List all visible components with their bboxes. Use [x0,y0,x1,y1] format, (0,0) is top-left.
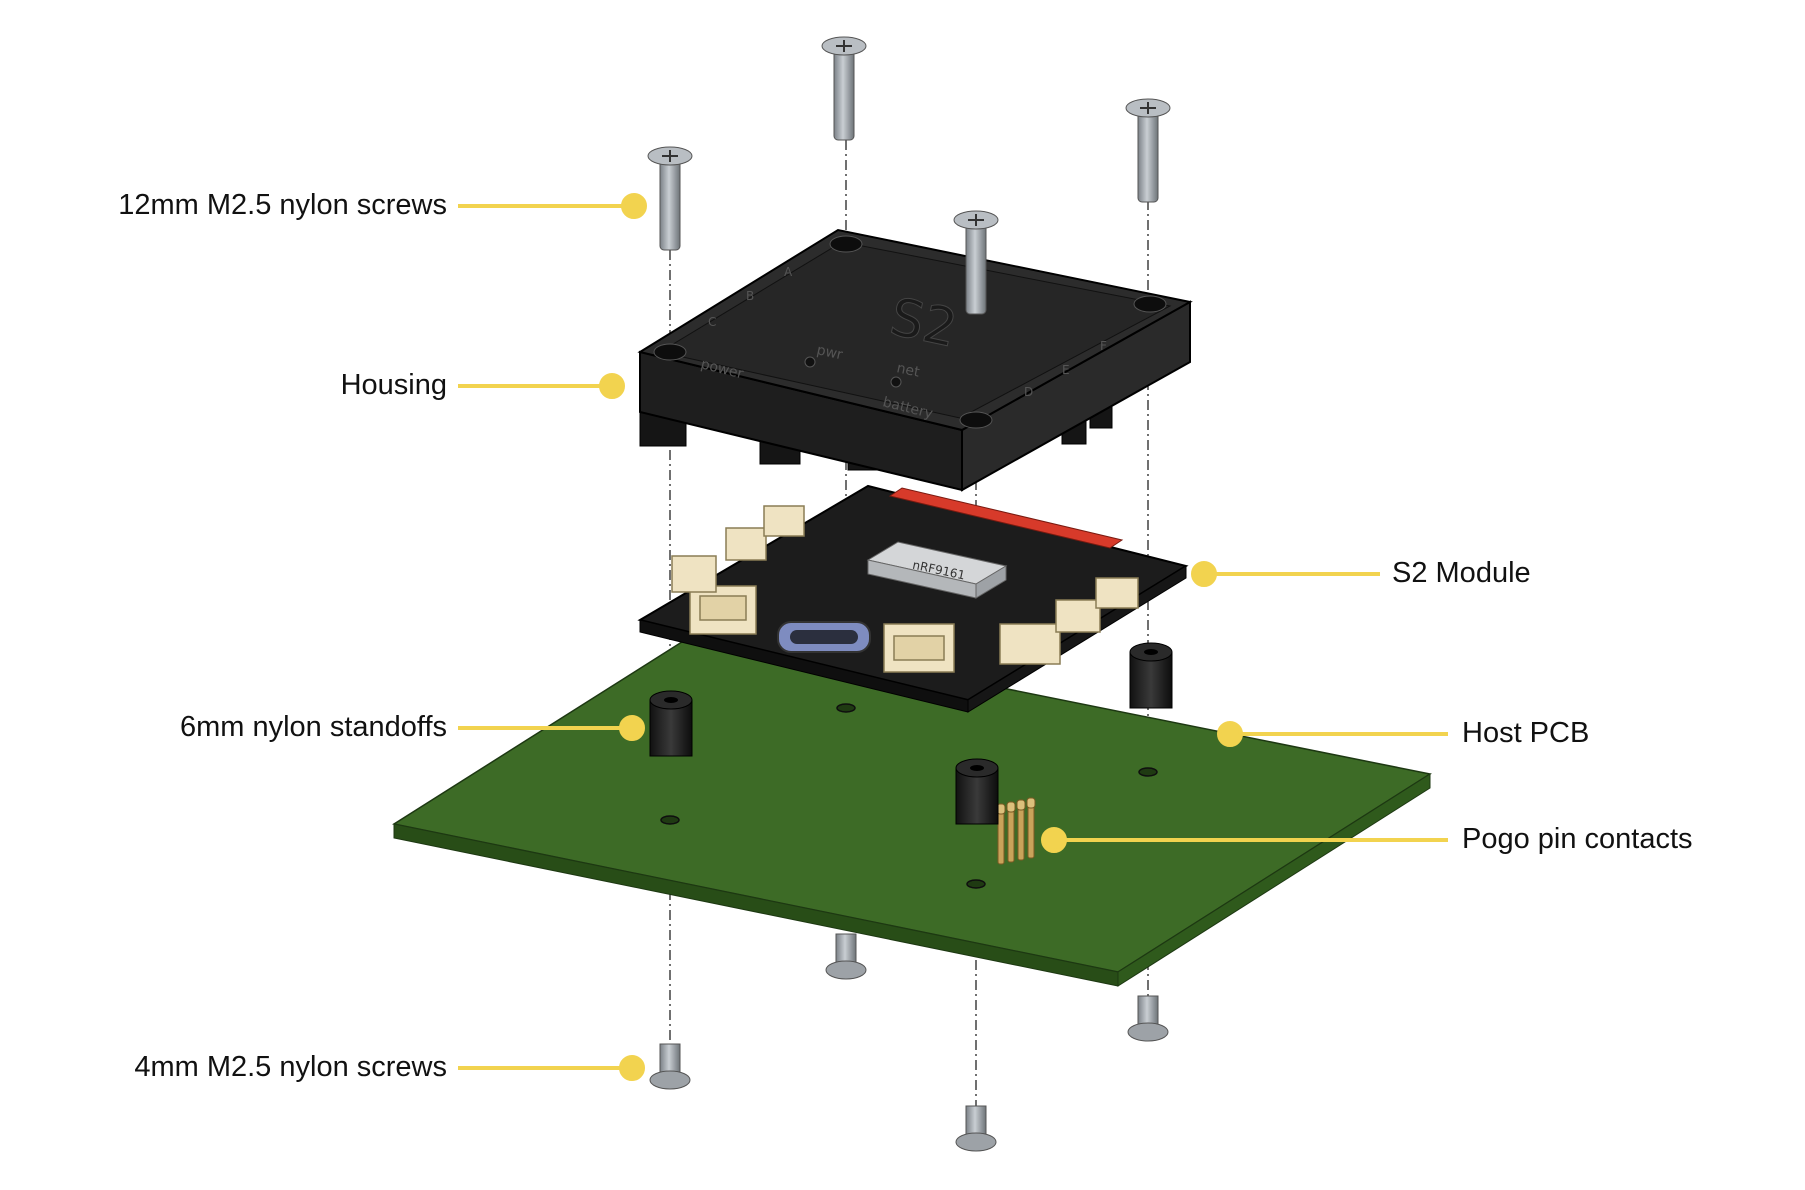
callout-screws-12mm: 12mm M2.5 nylon screws [118,189,447,221]
screw-4mm [955,1105,997,1152]
callout-leaders [458,193,1448,1081]
housing-letter-b: B [746,289,754,303]
s2-module: nRF9161 [637,484,1189,713]
leader-dot [619,715,645,741]
housing-letter-f: F [1100,339,1107,353]
leader-dot [621,193,647,219]
leader-dot [1041,827,1067,853]
leader-dot [619,1055,645,1081]
screw-12mm [953,210,999,315]
housing: S2 pwr net power battery A B C D E F [637,228,1193,492]
leader-dot [599,373,625,399]
screw-12mm [647,146,693,251]
housing-pwr-label: pwr [815,342,844,363]
standoff [1129,642,1173,709]
callout-housing: Housing [340,369,447,401]
shield-can: nRF9161 [866,541,1008,599]
callout-pogo-pins: Pogo pin contacts [1462,823,1693,855]
housing-letter-a: A [784,265,793,279]
housing-letter-c: C [708,315,716,329]
pcb-hole [966,879,986,889]
standoff [649,690,693,757]
usb-c-port [777,621,871,653]
standoff [955,758,999,825]
screw-4mm [1127,995,1169,1042]
housing-letter-d: D [1024,385,1033,399]
leader-dot [1217,721,1243,747]
pcb-hole [1138,767,1158,777]
pcb-hole [660,815,680,825]
connector [671,505,1139,673]
callout-s2-module: S2 Module [1392,557,1531,589]
screw-4mm [649,1043,691,1090]
screw-12mm [1125,98,1171,203]
screw-12mm [821,36,867,141]
housing-letter-e: E [1062,363,1070,377]
callout-standoffs: 6mm nylon standoffs [179,711,447,743]
housing-logo: S2 [885,287,962,359]
screw-4mm [825,933,867,980]
callout-screws-4mm: 4mm M2.5 nylon screws [134,1051,447,1083]
callout-host-pcb: Host PCB [1462,717,1590,749]
pogo-pins [996,797,1036,865]
housing-net-label: net [895,360,921,381]
leader-dot [1191,561,1217,587]
pcb-hole [836,703,856,713]
